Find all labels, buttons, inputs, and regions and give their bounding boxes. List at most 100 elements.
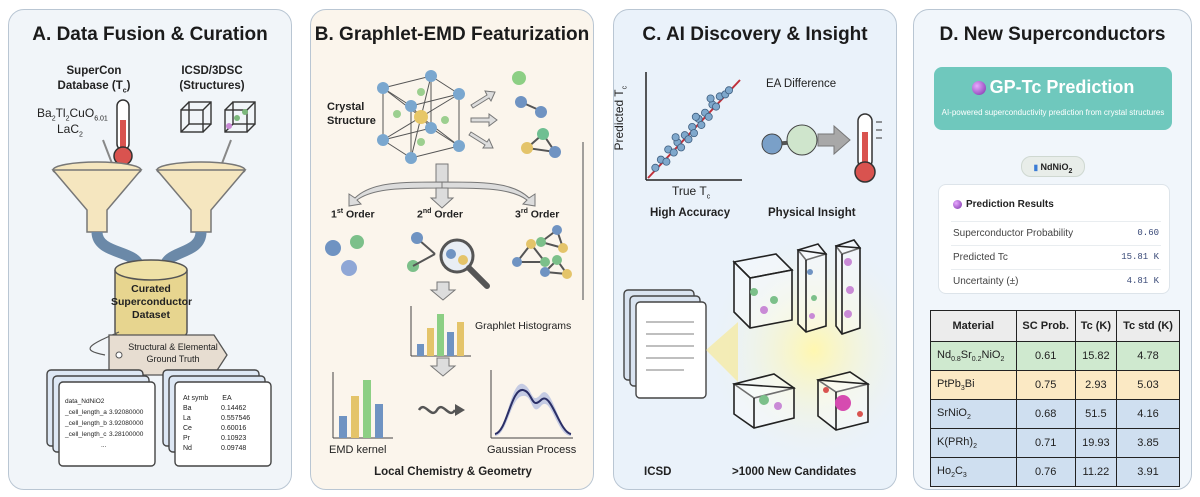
panel-new-superconductors: D. New Superconductors GP-Tc Prediction … [913, 9, 1192, 490]
scatter-point [712, 102, 721, 111]
cif-key: _cell_length_b [65, 420, 107, 427]
element-symbol: La [183, 415, 191, 422]
sc-prob-cell: 0.75 [1015, 370, 1076, 400]
crystal-ball-icon [971, 81, 986, 96]
order-label-2: 2nd Order [417, 208, 463, 221]
document-stack-icon [623, 289, 707, 399]
supercon-label: SuperCon Database (Tc) [57, 65, 131, 95]
prediction-results-heading: Prediction Results [953, 199, 1054, 210]
panel-c-title: C. AI Discovery & Insight [642, 24, 868, 45]
graphlet-histogram [410, 306, 471, 357]
result-value: 0.60 [1137, 228, 1159, 238]
gaussian-process-curve [490, 370, 573, 439]
tc-cell: 15.82 [1074, 341, 1118, 371]
tc-cell: 2.93 [1074, 370, 1118, 400]
result-value: 15.81 K [1121, 252, 1159, 262]
thermometer-icon [854, 113, 882, 183]
ea-difference-label: EA Difference [766, 78, 837, 90]
gp-tc-subtitle: AI-powered superconductivity prediction … [941, 108, 1165, 117]
branch-arrows [348, 163, 536, 209]
material-cell: PtPb3Bi [930, 370, 1017, 400]
ea-value: 0.14462 [221, 405, 247, 412]
table-header: SC Prob. [1015, 310, 1076, 342]
atom-icon [512, 71, 526, 85]
crystal-ball-icon [953, 199, 962, 209]
material-cell: Nd0.8Sr0.2NiO2 [930, 341, 1017, 371]
parity-plot [645, 72, 742, 181]
result-value: 4.81 K [1126, 276, 1159, 286]
order-label-3: 3rd Order [515, 208, 560, 221]
result-row: Superconductor Probability 0.60 [951, 221, 1161, 244]
table-header: Tc (K) [1074, 310, 1118, 342]
ea-value: 0.10923 [221, 435, 247, 442]
ea-value: 0.60016 [221, 425, 247, 432]
material-cell: SrNiO2 [930, 399, 1017, 429]
material-cell: K(PRh)2 [930, 428, 1017, 458]
tc-std-cell: 5.03 [1116, 370, 1180, 400]
scatter-point [706, 94, 715, 103]
icsd-label: ICSD/3DSC(Structures) [179, 65, 245, 92]
formula-lac2: LaC2 [57, 122, 83, 139]
tc-cell: 51.5 [1074, 399, 1118, 429]
table-header: Tc std (K) [1116, 310, 1180, 342]
scatter-point [662, 157, 671, 166]
sc-prob-cell: 0.68 [1015, 399, 1076, 429]
element-symbol: Ce [183, 425, 192, 432]
emd-kernel-label: EMD kernel [329, 444, 387, 456]
tc-cell: 19.93 [1074, 428, 1118, 458]
chart-icon: ▮ [1033, 163, 1038, 172]
scatter-point [684, 135, 693, 144]
tc-std-cell: 4.78 [1116, 341, 1180, 371]
prediction-results-card: Prediction Results Superconductor Probab… [938, 184, 1170, 294]
graphlet-illustration [325, 70, 584, 439]
panel-d-title: D. New Superconductors [939, 24, 1166, 45]
sc-prob-cell: 0.61 [1015, 341, 1076, 371]
scatter-point [724, 86, 733, 95]
formula-batlcuo: Ba2Tl2CuO6.01 [37, 106, 108, 123]
tc-std-cell: 3.85 [1116, 428, 1180, 458]
sc-prob-cell: 0.71 [1015, 428, 1076, 458]
database-cylinder-icon [114, 259, 188, 343]
molecule-icon [761, 124, 818, 156]
scatter-point [704, 112, 713, 121]
ai-discovery-illustration [623, 72, 896, 470]
result-row: Uncertainty (±) 4.81 K [951, 269, 1161, 292]
gaussian-process-label: Gaussian Process [487, 444, 577, 456]
gp-tc-title: GP-Tc Prediction [934, 77, 1172, 98]
cif-value: 3.92080000 [109, 409, 144, 416]
scatter-point [691, 112, 700, 121]
material-cell: Ho2C3 [930, 457, 1017, 487]
table-header: Material [930, 310, 1017, 342]
sc-prob-cell: 0.76 [1015, 457, 1076, 487]
cif-key: _cell_length_c [65, 431, 107, 438]
gp-tc-prediction-card: GP-Tc Prediction AI-powered superconduct… [934, 67, 1172, 130]
document-stack-icon [46, 369, 272, 467]
scatter-point [697, 120, 706, 129]
result-label: Superconductor Probability [953, 228, 1074, 239]
material-chip[interactable]: ▮ NdNiO2 [1021, 156, 1085, 177]
result-label: Uncertainty (±) [953, 276, 1019, 287]
scatter-point [677, 143, 686, 152]
high-accuracy-label: High Accuracy [650, 207, 731, 219]
order-label-1: 1st Order [331, 208, 375, 221]
y-axis-label: Predicted Tc [613, 85, 629, 151]
graphlet-histograms-label: Graphlet Histograms [475, 320, 572, 332]
thermometer-icon [113, 99, 133, 166]
tc-cell: 11.22 [1074, 457, 1118, 487]
panel-b-title: B. Graphlet-EMD Featurization [314, 24, 590, 45]
